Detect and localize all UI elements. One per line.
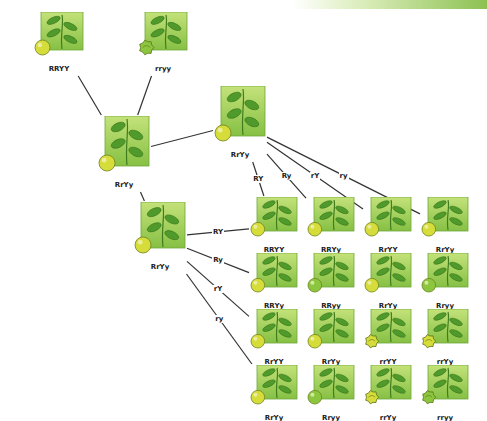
cross-line — [187, 274, 252, 364]
plant-node: RrYy — [421, 197, 469, 256]
pea-plant-art — [364, 365, 412, 405]
cross-line — [253, 162, 264, 196]
genotype-label: RrYy — [231, 151, 249, 160]
pea-plant-art — [307, 197, 355, 237]
gamete-label: rY — [310, 172, 321, 180]
plant-node: RRYY — [34, 12, 84, 75]
cross-line — [138, 76, 152, 115]
genotype-label: RrYy — [115, 181, 133, 190]
genotype-label: RrYy — [151, 263, 169, 272]
pea-plant-art — [364, 309, 412, 349]
genotype-label: rrYy — [380, 414, 397, 421]
pea-plant-art — [307, 253, 355, 293]
pea-plant-art — [98, 116, 150, 172]
gamete-label: Ry — [281, 172, 293, 180]
pea-plant-art — [34, 12, 84, 56]
plant-node: RrYy — [250, 365, 298, 421]
gamete-label: Ry — [212, 256, 224, 264]
plant-node: Rryy — [307, 365, 355, 421]
pea-plant-art — [307, 365, 355, 405]
pea-plant-art — [421, 197, 469, 237]
plant-node: RRyy — [307, 253, 355, 312]
pea-plant-art — [214, 86, 266, 142]
header-band — [0, 0, 487, 12]
cross-line — [78, 76, 101, 115]
genotype-label: RrYy — [265, 414, 283, 421]
pea-plant-art — [134, 202, 186, 254]
plant-node: RrYy — [134, 202, 186, 273]
pea-plant-art — [250, 197, 298, 237]
cross-line — [187, 261, 249, 316]
plant-node: RRYy — [307, 197, 355, 256]
pea-plant-art — [364, 197, 412, 237]
plant-node: rrYy — [364, 365, 412, 421]
gamete-label: ry — [339, 172, 349, 180]
pea-plant-art — [250, 253, 298, 293]
plant-node: RrYy — [98, 116, 150, 191]
plant-node: RrYY — [250, 309, 298, 368]
gamete-label: ry — [214, 315, 224, 323]
genotype-label: rryy — [437, 414, 453, 421]
gamete-label: RY — [212, 228, 224, 236]
genotype-label: Rryy — [322, 414, 340, 421]
plant-node: rrYy — [421, 309, 469, 368]
genotype-label: rryy — [155, 65, 171, 74]
pea-plant-art — [364, 253, 412, 293]
pea-plant-art — [421, 309, 469, 349]
pea-plant-art — [250, 365, 298, 405]
pea-plant-art — [307, 309, 355, 349]
plant-node: RRYY — [250, 197, 298, 256]
cross-line — [267, 154, 306, 198]
cross-line — [151, 131, 213, 147]
cross-line — [141, 192, 145, 201]
gamete-label: RY — [252, 175, 264, 183]
plant-node: RrYy — [307, 309, 355, 368]
plant-node: RrYy — [364, 253, 412, 312]
plant-node: rryy — [138, 12, 188, 75]
pea-plant-art — [421, 253, 469, 293]
plant-node: RRYy — [250, 253, 298, 312]
pea-plant-art — [250, 309, 298, 349]
genotype-label: RRYY — [49, 65, 70, 74]
plant-node: RrYy — [214, 86, 266, 161]
plant-node: rrYY — [364, 309, 412, 368]
pea-plant-art — [138, 12, 188, 56]
plant-node: rryy — [421, 365, 469, 421]
pea-plant-art — [421, 365, 469, 405]
plant-node: RrYY — [364, 197, 412, 256]
plant-node: Rryy — [421, 253, 469, 312]
gamete-label: rY — [213, 285, 224, 293]
